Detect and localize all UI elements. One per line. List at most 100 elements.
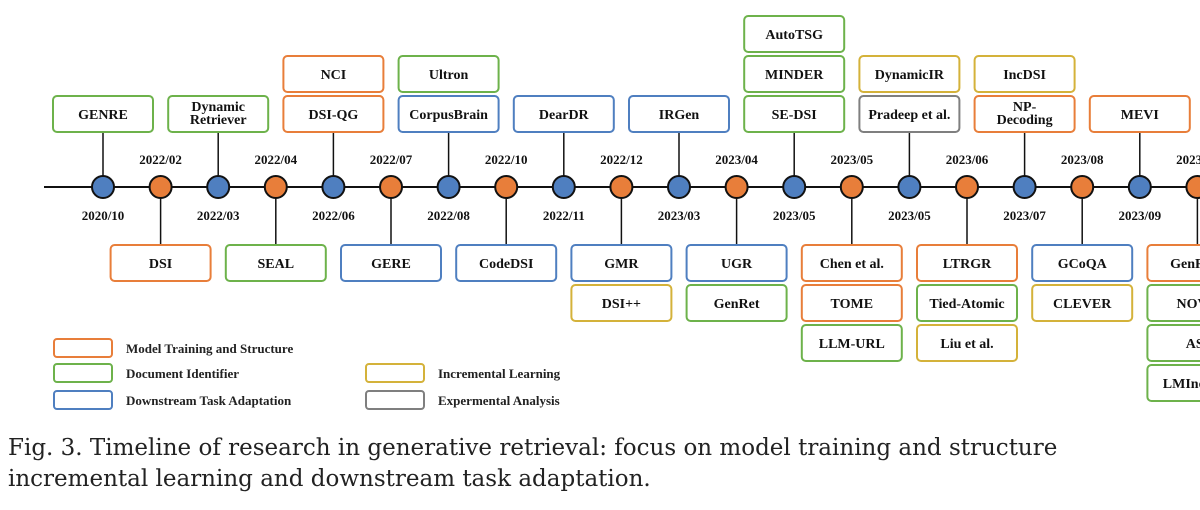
- timeline-node: [839, 175, 864, 199]
- method-box-chen-et-al: Chen et al.: [800, 244, 903, 282]
- method-label: UGR: [721, 257, 753, 272]
- date-label: 2023/05: [773, 208, 816, 223]
- method-box-liu-et-al: Liu et al.: [916, 324, 1018, 362]
- method-box-frame: [685, 284, 788, 322]
- method-box-novo: NOVO: [1146, 284, 1200, 322]
- method-box-frame: [167, 95, 270, 133]
- method-label: DynamicIR: [875, 68, 945, 83]
- date-label: 2022/11: [543, 208, 585, 223]
- timeline-event: GCoQA CLEVER 2023/08: [1031, 152, 1134, 322]
- method-box-frame: [109, 244, 212, 282]
- method-label: Decoding: [997, 113, 1053, 128]
- method-label: SE-DSI: [772, 108, 817, 123]
- legend-label: Document Identifier: [126, 366, 239, 381]
- method-box-frame: [1146, 284, 1200, 322]
- timeline-node: [91, 175, 115, 199]
- method-label: Dynamic: [191, 100, 245, 115]
- timeline-event: SEAL 2022/04: [224, 152, 327, 282]
- legend-label: Expermental Analysis: [438, 393, 560, 408]
- timeline-layer: GENRE2020/10DSI2022/02DynamicRetriever20…: [52, 15, 1200, 402]
- method-box-frame: [1031, 244, 1134, 282]
- timeline-node: [494, 175, 519, 199]
- date-label: 2022/04: [254, 152, 297, 167]
- date-label: 2023/08: [1061, 152, 1104, 167]
- date-label: 2023/03: [658, 208, 701, 223]
- timeline-node: [782, 175, 807, 199]
- method-box-seal: SEAL: [224, 244, 327, 282]
- method-box-gcoqa: GCoQA: [1031, 244, 1134, 282]
- method-box-clever: CLEVER: [1031, 284, 1134, 322]
- method-label: CLEVER: [1053, 297, 1112, 312]
- method-label: LMIndexer: [1163, 377, 1200, 392]
- method-box-frame: [800, 324, 903, 362]
- method-box-frame: [916, 284, 1018, 322]
- method-box-gere: GERE: [340, 244, 442, 282]
- method-label: Pradeep et al.: [868, 108, 950, 123]
- method-label: LTRGR: [943, 257, 992, 272]
- timeline-node: [436, 175, 461, 199]
- date-label: 2023/10: [1176, 152, 1200, 167]
- legend-swatch: [53, 390, 113, 410]
- method-box-frame: [512, 95, 615, 133]
- method-box-frame: [224, 244, 327, 282]
- method-box-frame: [800, 284, 903, 322]
- legend-item-identifier: Document Identifier: [53, 363, 239, 383]
- method-label: IRGen: [659, 108, 700, 123]
- method-box-dsi: DSI++: [570, 284, 673, 322]
- timeline-node: [263, 175, 288, 199]
- method-box-gmr: GMR: [570, 244, 673, 282]
- method-label: NCI: [321, 68, 347, 83]
- method-box-frame: [282, 55, 385, 93]
- method-box-codedsi: CodeDSI: [455, 244, 558, 282]
- method-box-mevi: MEVI: [1088, 95, 1191, 133]
- legend-item-downstream: Downstream Task Adaptation: [53, 390, 292, 410]
- caption-line-1: Fig. 3. Timeline of research in generati…: [8, 435, 1058, 461]
- method-box-frame: [973, 95, 1076, 133]
- method-box-tied-atomic: Tied-Atomic: [916, 284, 1018, 322]
- date-label: 2022/06: [312, 208, 355, 223]
- method-box-frame: [1146, 324, 1200, 362]
- method-label: TOME: [831, 297, 874, 312]
- method-box-frame: [282, 95, 385, 133]
- method-label: GenRRL: [1170, 257, 1200, 272]
- method-box-dsi: DSI: [109, 244, 212, 282]
- method-label: LLM-URL: [819, 337, 885, 352]
- method-box-ugr: UGR: [685, 244, 788, 282]
- method-label: MINDER: [765, 68, 824, 83]
- method-label: Tied-Atomic: [929, 297, 1004, 312]
- method-box-frame: [743, 55, 846, 93]
- method-box-frame: [1146, 244, 1200, 282]
- timeline-node: [206, 175, 231, 199]
- method-box-frame: [52, 95, 154, 133]
- method-box-genrrl: GenRRL: [1146, 244, 1200, 282]
- legend-swatch: [365, 390, 425, 410]
- timeline-node: [667, 175, 691, 199]
- method-label: ASI: [1186, 337, 1200, 352]
- method-label: MEVI: [1121, 108, 1159, 123]
- method-box-nci: NCI: [282, 55, 385, 93]
- timeline-event: DearDR 2022/11: [512, 95, 615, 223]
- figure-caption: Fig. 3. Timeline of research in generati…: [8, 433, 1198, 495]
- timeline-node: [897, 175, 922, 199]
- timeline-node: [148, 175, 173, 199]
- method-box-frame: [397, 95, 500, 133]
- method-label: Liu et al.: [940, 337, 993, 352]
- method-box-llm-url: LLM-URL: [800, 324, 903, 362]
- method-box-frame: [858, 95, 961, 133]
- method-box-frame: [1146, 364, 1200, 402]
- timeline-node: [1185, 175, 1200, 199]
- legend-item-incremental: Incremental Learning: [365, 363, 561, 383]
- method-label: DearDR: [539, 108, 590, 123]
- method-label: Retriever: [190, 113, 247, 128]
- timeline-node: [1127, 175, 1152, 199]
- timeline-node: [609, 175, 634, 199]
- method-box-lmindexer: LMIndexer: [1146, 364, 1200, 402]
